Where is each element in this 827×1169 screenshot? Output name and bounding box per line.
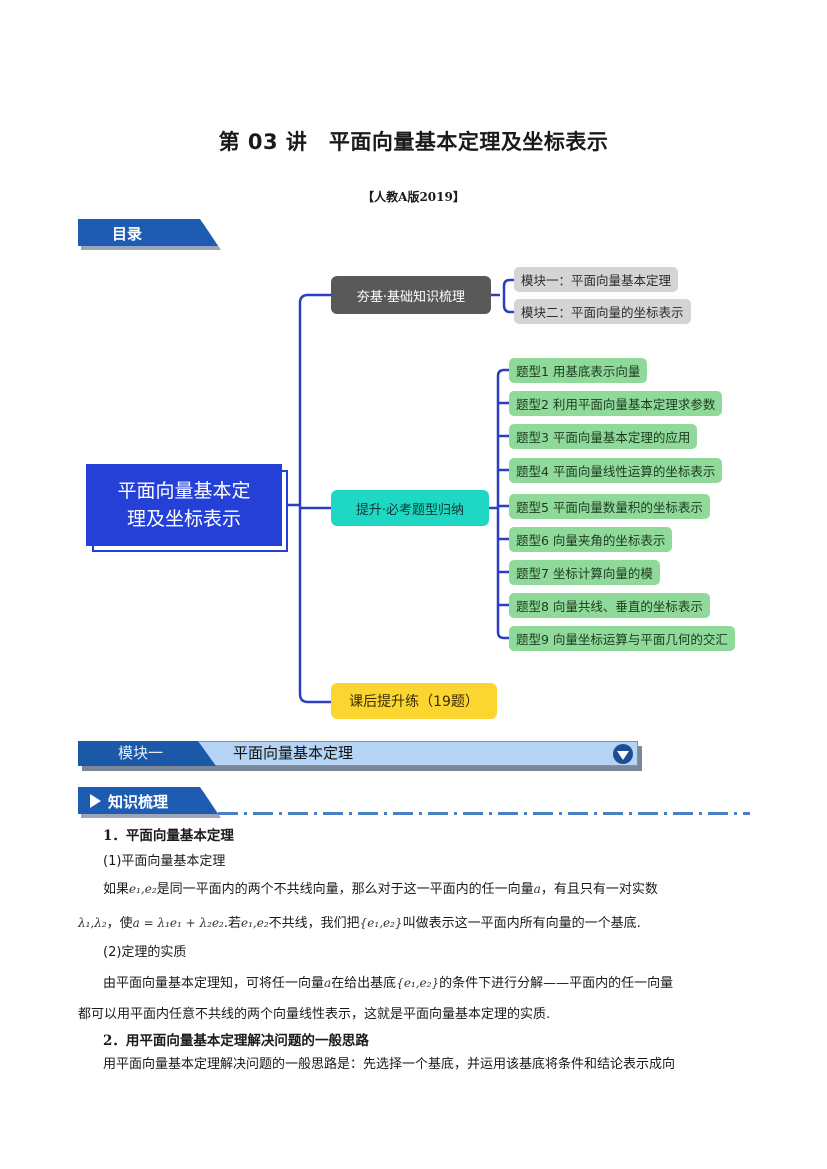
leaf-label: 题型1 用基底表示向量	[516, 364, 641, 379]
root-node-label: 平面向量基本定理及坐标表示	[117, 480, 251, 530]
leaf-type-9[interactable]: 题型9 向量坐标运算与平面几何的交汇	[509, 626, 735, 651]
leaf-label: 题型2 利用平面向量基本定理求参数	[516, 397, 716, 412]
page-title: 第 03 讲 平面向量基本定理及坐标表示	[218, 130, 609, 154]
math-formula: a = λ₁e₁ + λ₂e₂	[132, 916, 224, 930]
knowledge-banner: 知识梳理	[78, 787, 221, 818]
leaf-label: 题型6 向量夹角的坐标表示	[516, 533, 666, 548]
connector-teal-children	[496, 368, 510, 640]
branch-label: 提升·必考题型归纳	[355, 502, 465, 518]
paragraph-1: 如果e₁,e₂是同一平面内的两个不共线向量，那么对于这一平面内的任一向量a，有且…	[103, 878, 658, 897]
text: 不共线，我们把	[268, 916, 360, 931]
edition-label: 【人教A版2019】	[362, 190, 465, 204]
paragraph-5: 用平面向量基本定理解决问题的一般思路是：先选择一个基底，并运用该基底将条件和结论…	[103, 1057, 676, 1072]
leaf-module-2[interactable]: 模块二：平面向量的坐标表示	[514, 299, 691, 324]
section-heading-2: 2．用平面向量基本定理解决问题的一般思路	[103, 1033, 369, 1049]
text: ，使	[106, 916, 133, 931]
leaf-label: 题型4 平面向量线性运算的坐标表示	[516, 464, 716, 479]
module-bar[interactable]: 模块一 平面向量基本定理	[78, 741, 642, 771]
math-vector: a	[324, 976, 332, 990]
text: 如果	[103, 882, 130, 897]
leaf-label: 题型9 向量坐标运算与平面几何的交汇	[516, 632, 728, 647]
leaf-label: 模块一：平面向量基本定理	[521, 273, 672, 288]
leaf-type-2[interactable]: 题型2 利用平面向量基本定理求参数	[509, 391, 723, 416]
leaf-label: 模块二：平面向量的坐标表示	[521, 305, 684, 320]
text: 是同一平面内的两个不共线向量，那么对于这一平面内的任一向量	[156, 882, 534, 897]
branch-question-types[interactable]: 提升·必考题型归纳	[331, 490, 489, 526]
triangle-down-circle-icon[interactable]	[613, 744, 633, 764]
connector-trunk	[298, 293, 331, 704]
text: 叫做表示这一平面内所有向量的一个基底.	[402, 916, 641, 931]
branch-after-class[interactable]: 课后提升练（19题）	[331, 683, 497, 719]
leaf-type-5[interactable]: 题型5 平面向量数量积的坐标表示	[509, 494, 710, 519]
paragraph-3: 由平面向量基本定理知，可将任一向量a在给出基底{e₁,e₂}的条件下进行分解——…	[103, 972, 673, 991]
paragraph-4: 都可以用平面内任意不共线的两个向量线性表示，这就是平面向量基本定理的实质.	[78, 1007, 551, 1022]
connector-gray-children	[491, 278, 516, 314]
leaf-type-3[interactable]: 题型3 平面向量基本定理的应用	[509, 424, 698, 449]
text: .若	[223, 916, 241, 931]
toc-banner-label: 目录	[112, 225, 143, 243]
leaf-label: 题型7 坐标计算向量的模	[516, 566, 653, 581]
play-triangle-icon	[90, 794, 101, 808]
leaf-type-4[interactable]: 题型4 平面向量线性运算的坐标表示	[509, 458, 723, 483]
root-node: 平面向量基本定理及坐标表示	[86, 464, 282, 546]
math-basis: {e₁,e₂}	[359, 916, 403, 930]
leaf-label: 题型5 平面向量数量积的坐标表示	[516, 500, 703, 515]
math-vector: e₁,e₂	[129, 882, 157, 896]
branch-label: 课后提升练（19题）	[349, 694, 479, 710]
leaf-label: 题型8 向量共线、垂直的坐标表示	[516, 599, 703, 614]
text: ，有且只有一对实数	[540, 882, 658, 897]
subheading-2: (2)定理的实质	[103, 945, 187, 960]
leaf-type-7[interactable]: 题型7 坐标计算向量的模	[509, 560, 660, 585]
leaf-type-6[interactable]: 题型6 向量夹角的坐标表示	[509, 527, 673, 552]
math-lambda: λ₁,λ₂	[78, 916, 107, 930]
text: 由平面向量基本定理知，可将任一向量	[103, 976, 325, 991]
toc-banner: 目录	[78, 219, 221, 250]
leaf-type-1[interactable]: 题型1 用基底表示向量	[509, 358, 648, 383]
math-vector: e₁,e₂	[241, 916, 269, 930]
branch-label: 夯基·基础知识梳理	[356, 289, 466, 305]
leaf-type-8[interactable]: 题型8 向量共线、垂直的坐标表示	[509, 593, 710, 618]
module-label: 模块一	[118, 744, 164, 762]
text: 在给出基底	[331, 976, 397, 991]
text: 的条件下进行分解——平面内的任一向量	[439, 976, 674, 991]
math-basis: {e₁,e₂}	[396, 976, 440, 990]
leaf-label: 题型3 平面向量基本定理的应用	[516, 430, 691, 445]
section-heading-1: 1．平面向量基本定理	[103, 828, 234, 844]
branch-basic-knowledge[interactable]: 夯基·基础知识梳理	[331, 276, 491, 314]
module-title: 平面向量基本定理	[233, 744, 354, 762]
subheading-1: (1)平面向量基本定理	[103, 854, 226, 869]
leaf-module-1[interactable]: 模块一：平面向量基本定理	[514, 267, 679, 292]
dash-divider	[218, 812, 750, 815]
paragraph-2: λ₁,λ₂，使a = λ₁e₁ + λ₂e₂.若e₁,e₂不共线，我们把{e₁,…	[78, 912, 641, 931]
knowledge-banner-label: 知识梳理	[108, 793, 169, 811]
math-vector: a	[533, 882, 541, 896]
